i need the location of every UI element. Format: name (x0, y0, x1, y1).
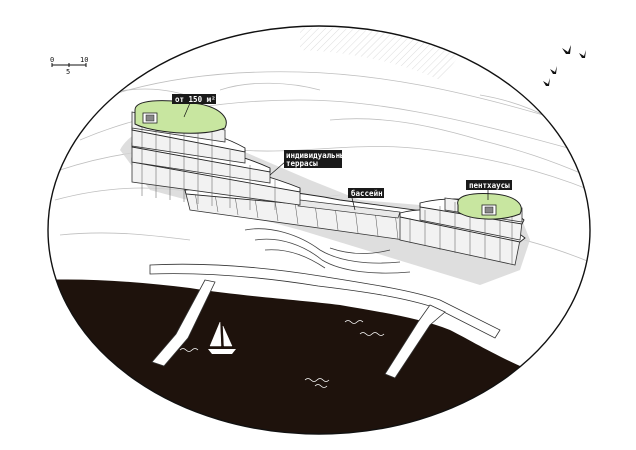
scale-bar: 0 10 5 (50, 56, 88, 76)
scale-tick-end: 10 (80, 56, 88, 64)
label-area-text: от 150 м² (175, 95, 216, 104)
label-pool: бассейн (348, 188, 384, 211)
scale-tick-mid: 5 (66, 68, 70, 76)
left-tower (131, 100, 301, 210)
waves (179, 320, 385, 388)
label-penthouses: пентхаусы (466, 180, 512, 200)
scale-tick-start: 0 (50, 56, 54, 64)
label-area: от 150 м² (172, 94, 216, 118)
pier-right (384, 304, 446, 379)
landscape-paths (244, 228, 411, 274)
roof-garden-left (134, 100, 227, 134)
right-tower (399, 193, 526, 266)
label-terraces: индивидуальные террасы (269, 150, 350, 176)
promenade (149, 263, 501, 339)
label-terraces-line2: террасы (286, 159, 318, 168)
sailboat-icon (208, 321, 236, 354)
label-terraces-line1: индивидуальные (286, 151, 350, 160)
resort-building (120, 100, 530, 286)
label-pool-text: бассейн (351, 189, 383, 198)
pier-left (151, 279, 216, 367)
label-penthouses-text: пентхаусы (469, 181, 510, 190)
map-oval-frame (47, 25, 591, 435)
bird-icon (543, 45, 586, 86)
